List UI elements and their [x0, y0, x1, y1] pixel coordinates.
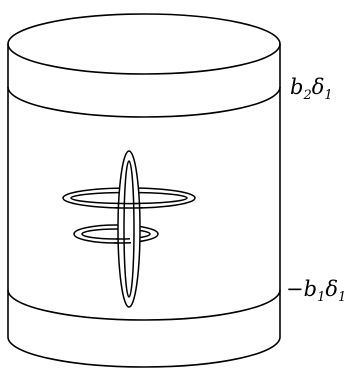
large-ring-front-segment: [114, 202, 144, 209]
small-ring-front-segment: [113, 238, 132, 244]
lower-band-curve: [7, 289, 281, 321]
vertical-ring-inner: [123, 160, 135, 298]
vertical-ring-outer: [117, 150, 141, 308]
cylinder-bottom-arc: [7, 336, 281, 368]
cylinder-top-ellipse: [7, 13, 281, 75]
upper-band-curve: [7, 86, 281, 118]
lower-band-label: −b1δ1: [286, 277, 346, 305]
tori-link: [62, 150, 196, 308]
upper-band-label: b2δ1: [290, 75, 333, 103]
small-horizontal-ring-outer: [73, 224, 159, 244]
